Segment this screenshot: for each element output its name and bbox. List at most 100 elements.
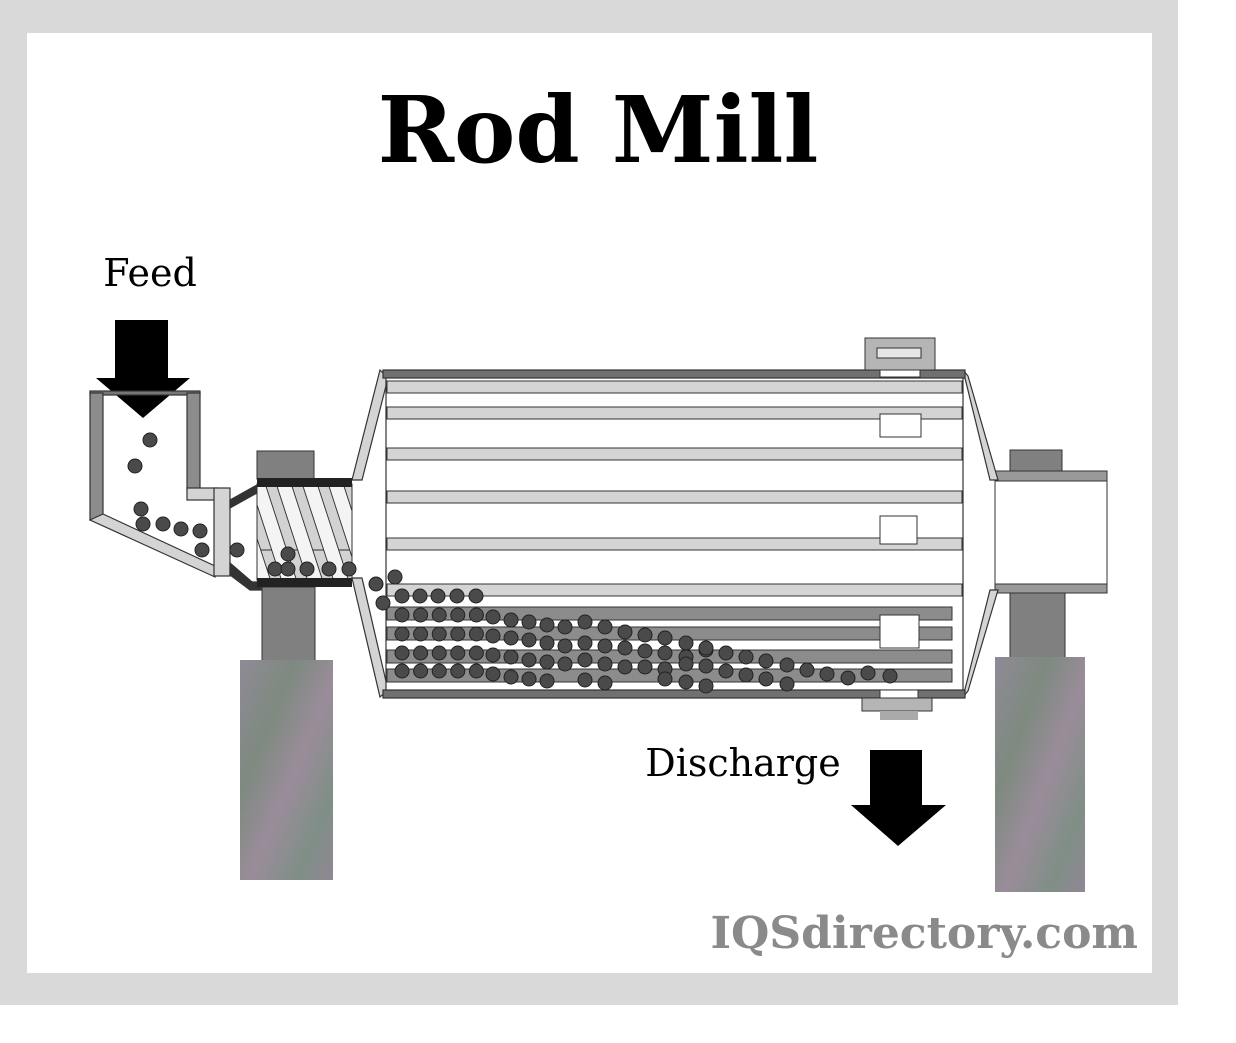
ore-particle <box>637 659 653 675</box>
ore-particle <box>521 652 537 668</box>
ore-particles <box>127 432 898 694</box>
ore-particle <box>135 516 151 532</box>
discharge-label: Discharge <box>645 741 841 785</box>
ore-particle <box>431 626 447 642</box>
feed-label: Feed <box>103 251 197 295</box>
ore-particle <box>280 546 296 562</box>
ore-particle <box>637 627 653 643</box>
ore-particle <box>779 676 795 692</box>
ore-particle <box>485 609 501 625</box>
ore-particle <box>341 561 357 577</box>
ore-particle <box>503 649 519 665</box>
ore-particle <box>468 588 484 604</box>
ore-particle <box>577 614 593 630</box>
ore-particle <box>194 542 210 558</box>
ore-particle <box>192 523 208 539</box>
ore-particle <box>738 667 754 683</box>
ore-particle <box>468 663 484 679</box>
ore-particle <box>431 645 447 661</box>
ore-particle <box>698 658 714 674</box>
ore-particle <box>539 635 555 651</box>
top-hatch <box>864 337 936 378</box>
rod <box>386 490 963 504</box>
ore-particle <box>597 675 613 691</box>
ore-particle <box>617 659 633 675</box>
ore-particle <box>229 542 245 558</box>
ore-particle <box>299 561 315 577</box>
ore-particle <box>539 654 555 670</box>
ore-particle <box>503 669 519 685</box>
ore-particle <box>657 630 673 646</box>
ore-particle <box>321 561 337 577</box>
ore-particle <box>521 614 537 630</box>
ore-particle <box>468 607 484 623</box>
ore-particle <box>468 626 484 642</box>
ore-particle <box>413 626 429 642</box>
ore-particle <box>503 612 519 628</box>
ore-particle <box>431 607 447 623</box>
ore-particle <box>539 673 555 689</box>
ore-particle <box>485 647 501 663</box>
ore-particle <box>758 671 774 687</box>
liner-ports <box>879 413 922 649</box>
ore-particle <box>577 652 593 668</box>
discharge-outlet <box>861 689 933 720</box>
ore-particle <box>718 645 734 661</box>
ore-particle <box>698 678 714 694</box>
ore-particle <box>155 516 171 532</box>
ore-particle <box>678 635 694 651</box>
ore-particle <box>413 663 429 679</box>
rod <box>386 537 963 551</box>
ore-particle <box>450 663 466 679</box>
ore-particle <box>413 607 429 623</box>
ore-particle <box>577 635 593 651</box>
ore-particle <box>698 640 714 656</box>
ore-particle <box>557 638 573 654</box>
ore-particle <box>368 576 384 592</box>
ore-particle <box>738 649 754 665</box>
ore-particle <box>840 670 856 686</box>
ore-particle <box>557 656 573 672</box>
ore-particle <box>521 632 537 648</box>
ore-particle <box>430 588 446 604</box>
ore-particle <box>577 672 593 688</box>
feed-bearing-cap <box>256 450 315 480</box>
ore-particle <box>468 645 484 661</box>
ore-particle <box>173 521 189 537</box>
right-pillar <box>1009 592 1066 659</box>
discharge-arrow-icon <box>851 750 946 846</box>
ore-particle <box>394 607 410 623</box>
ore-particle <box>557 619 573 635</box>
ore-particle <box>394 645 410 661</box>
ore-particle <box>267 561 283 577</box>
left-pillar <box>261 586 316 663</box>
ore-particle <box>799 662 815 678</box>
ore-particle <box>449 588 465 604</box>
ore-particle <box>485 628 501 644</box>
right-foundation <box>995 657 1085 892</box>
ore-particle <box>133 501 149 517</box>
ore-particle <box>860 665 876 681</box>
ore-particle <box>127 458 143 474</box>
rod <box>386 447 963 461</box>
rod <box>386 380 963 394</box>
ore-particle <box>779 657 795 673</box>
ore-particle <box>882 668 898 684</box>
ore-particle <box>597 656 613 672</box>
ore-particle <box>657 671 673 687</box>
ore-particle <box>142 432 158 448</box>
ore-particle <box>503 630 519 646</box>
feed-hopper <box>88 390 263 591</box>
ore-particle <box>387 569 403 585</box>
ore-particle <box>539 617 555 633</box>
ore-particle <box>394 626 410 642</box>
discharge-bearing-cap <box>1009 449 1063 473</box>
ore-particle <box>597 619 613 635</box>
left-foundation <box>240 660 333 880</box>
ore-particle <box>597 638 613 654</box>
ore-particle <box>678 674 694 690</box>
ore-particle <box>678 656 694 672</box>
ore-particle <box>280 561 296 577</box>
rod <box>386 583 963 597</box>
